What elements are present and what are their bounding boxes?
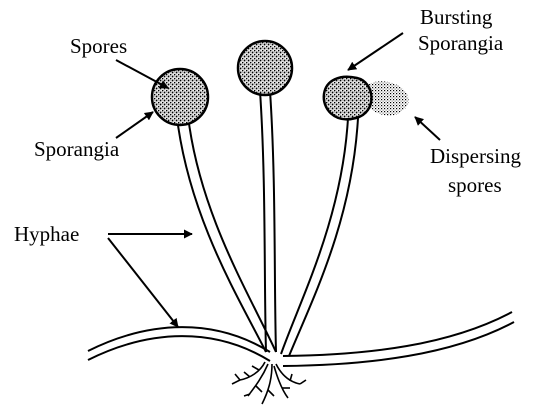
sporangium-bursting [322, 75, 409, 121]
label-dispersing-line2: spores [448, 173, 502, 197]
arrow-sporangia [115, 111, 154, 139]
arrow-dispersing-spores [414, 116, 441, 141]
hyphae-stolons [87, 311, 515, 367]
labels: Spores Sporangia Bursting Sporangia Disp… [14, 5, 521, 246]
arrow-spores [115, 59, 169, 89]
label-dispersing-line1: Dispersing [430, 144, 521, 168]
sporangium-middle [236, 39, 294, 97]
dispersing-spore-cloud [362, 81, 409, 116]
arrow-bursting-sporangia [347, 32, 404, 71]
arrow-hyphae-stolon [107, 237, 179, 328]
label-bursting-line2: Sporangia [418, 31, 504, 55]
label-spores: Spores [70, 34, 127, 58]
label-hyphae: Hyphae [14, 222, 79, 246]
sporangium-left [150, 67, 210, 127]
label-sporangia: Sporangia [34, 137, 120, 161]
label-bursting-line1: Bursting [420, 5, 493, 29]
sporangiophore-stalks [176, 90, 359, 357]
rhizoids [231, 361, 307, 405]
callout-arrows [107, 32, 441, 328]
